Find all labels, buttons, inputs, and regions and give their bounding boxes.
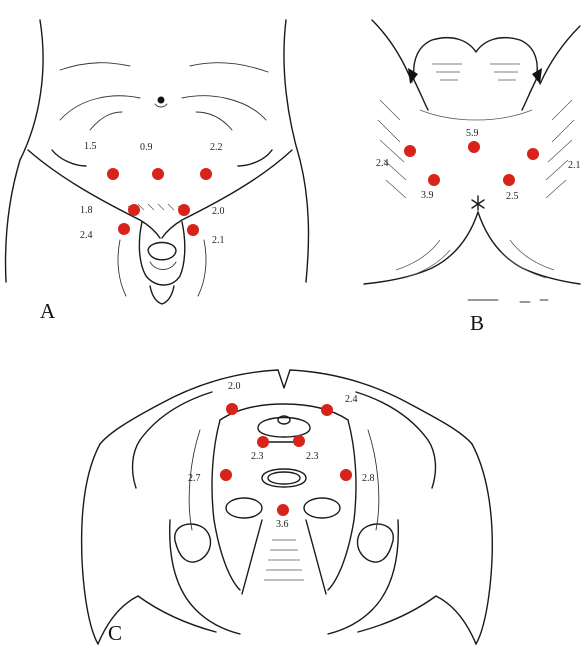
measurement-point-a-2	[152, 168, 164, 180]
measurement-point-a-3	[200, 168, 212, 180]
panel-label-c: C	[108, 621, 122, 645]
measurement-point-a-6	[118, 223, 130, 235]
measurement-point-b-3	[527, 148, 539, 160]
measurement-value-c-5: 2.7	[188, 473, 201, 484]
panel-a-drawing	[6, 20, 309, 304]
measurement-value-b-1: 5.9	[466, 128, 479, 139]
measurement-value-a-7: 2.1	[212, 235, 225, 246]
panel-label-a: A	[40, 299, 56, 323]
measurement-point-b-5	[503, 174, 515, 186]
measurement-point-c-4	[293, 435, 305, 447]
measurement-point-b-1	[468, 141, 480, 153]
measurement-labels: 1.5 0.9 2.2 1.8 2.0 2.4 2.1 5.9 2.4 2.1 3.9 2.5 2.0 2…	[80, 128, 581, 530]
measurement-point-c-5	[220, 469, 232, 481]
measurement-point-a-4	[128, 204, 140, 216]
measurement-value-a-3: 2.2	[210, 142, 223, 153]
measurement-value-a-2: 0.9	[140, 142, 153, 153]
measurement-value-c-2: 2.4	[345, 394, 358, 405]
measurement-point-c-2	[321, 404, 333, 416]
panel-b-drawing	[364, 20, 580, 302]
measurement-point-a-7	[187, 224, 199, 236]
measurement-value-b-4: 3.9	[421, 190, 434, 201]
measurement-point-a-1	[107, 168, 119, 180]
measurement-value-b-3: 2.1	[568, 160, 581, 171]
measurement-value-c-1: 2.0	[228, 381, 241, 392]
panel-label-b: B	[470, 311, 484, 335]
measurement-point-c-1	[226, 403, 238, 415]
measurement-value-c-4: 2.3	[306, 451, 319, 462]
measurement-value-b-2: 2.4	[376, 158, 389, 169]
measurement-value-a-4: 1.8	[80, 205, 93, 216]
measurement-value-b-5: 2.5	[506, 191, 519, 202]
measurement-value-c-6: 2.8	[362, 473, 375, 484]
measurement-value-c-7: 3.6	[276, 519, 289, 530]
measurement-value-a-6: 2.4	[80, 230, 93, 241]
measurement-value-c-3: 2.3	[251, 451, 264, 462]
measurement-value-a-1: 1.5	[84, 141, 97, 152]
measurement-point-b-2	[404, 145, 416, 157]
measurement-point-a-5	[178, 204, 190, 216]
measurement-point-b-4	[428, 174, 440, 186]
measurement-point-c-6	[340, 469, 352, 481]
measurement-point-c-7	[277, 504, 289, 516]
measurement-value-a-5: 2.0	[212, 206, 225, 217]
measurement-point-c-3	[257, 436, 269, 448]
